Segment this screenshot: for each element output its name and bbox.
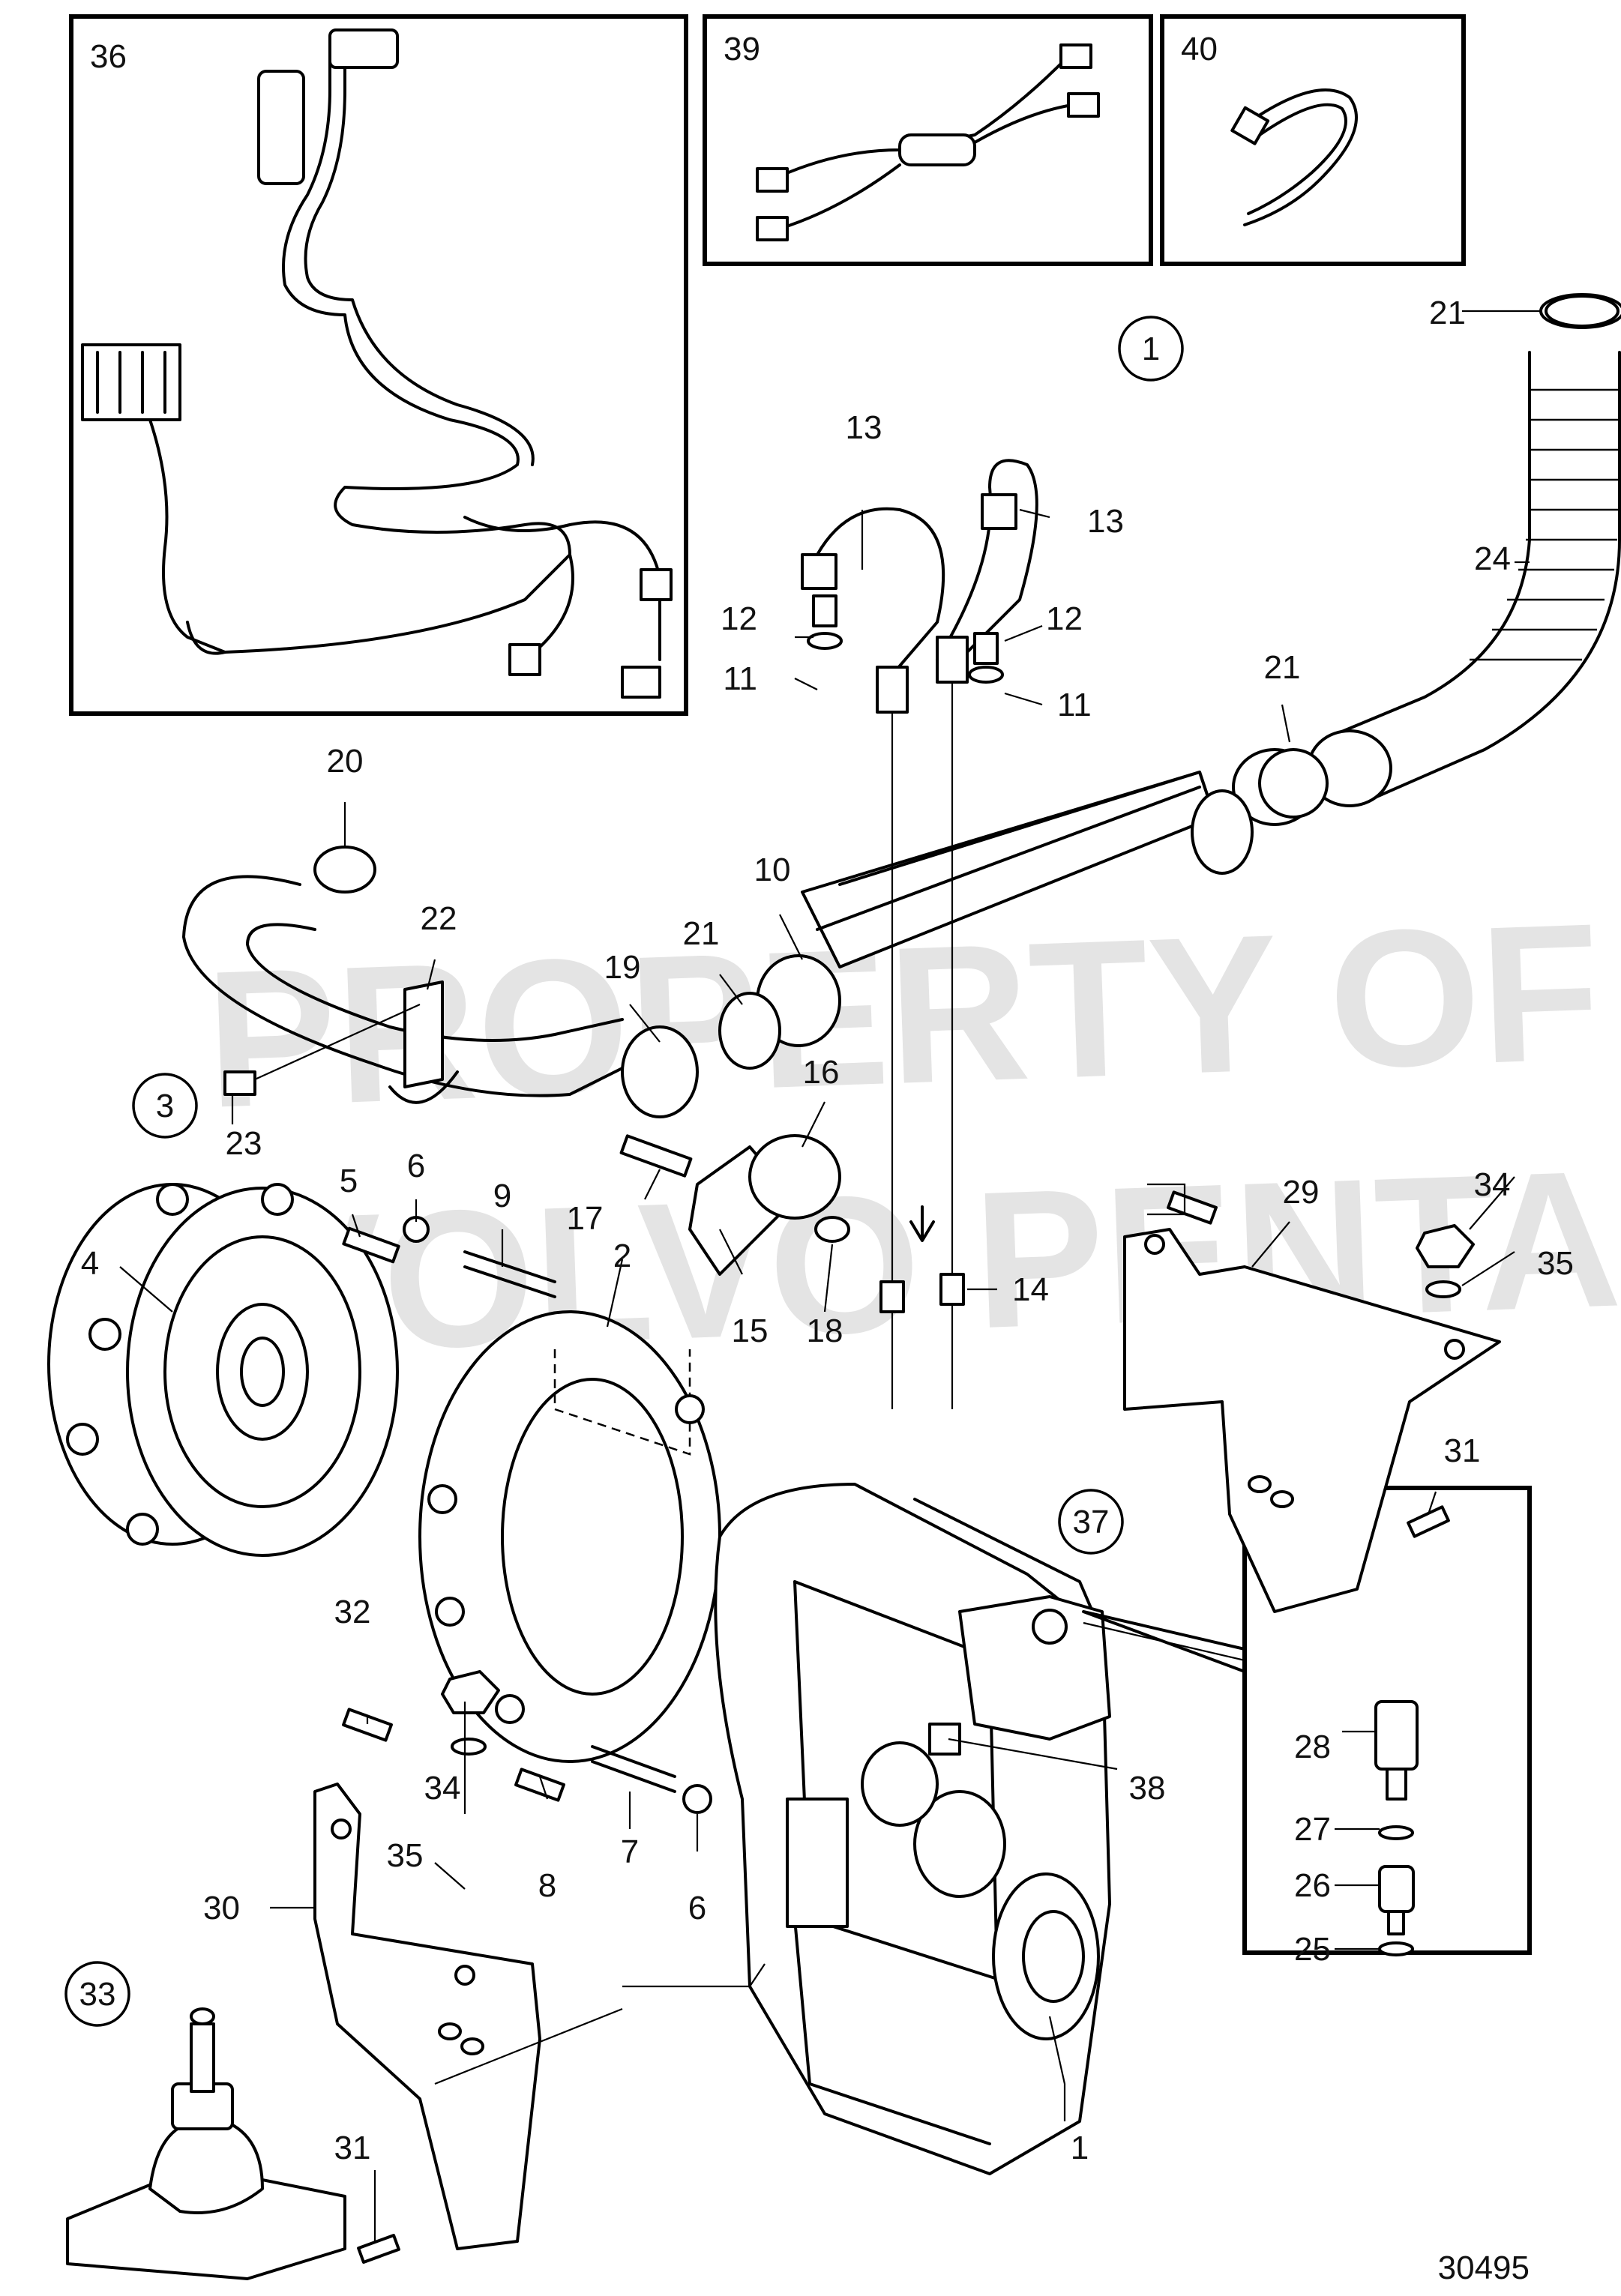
mounting-bracket-29 <box>1123 1183 1501 1613</box>
label-26: 26 <box>1294 1867 1331 1904</box>
hose-clamp-21 <box>718 992 781 1070</box>
label-28: 28 <box>1294 1729 1331 1765</box>
circled-37 <box>1058 1489 1124 1555</box>
label-13-left: 13 <box>846 409 882 446</box>
corrugated-hose-24 <box>1232 293 1621 826</box>
drawing-number: 30495 <box>1438 2250 1530 2286</box>
wiring-harness-36 <box>81 28 673 699</box>
circled-label-33: 33 <box>79 1976 116 2013</box>
label-36: 36 <box>90 38 127 75</box>
label-12-right: 12 <box>1046 600 1083 637</box>
connector-icon <box>328 28 399 69</box>
label-21-low: 21 <box>683 915 720 952</box>
callout-labels: 1 3 33 37 36 39 40 21 13 13 24 12 12 11 … <box>79 31 1574 2286</box>
label-35-low: 35 <box>387 1837 424 1874</box>
label-9: 9 <box>493 1178 511 1214</box>
label-4: 4 <box>81 1245 99 1282</box>
label-35-top: 35 <box>1537 1245 1574 1282</box>
label-34-top: 34 <box>1474 1166 1511 1203</box>
label-11-left: 11 <box>723 660 757 697</box>
label-31-low: 31 <box>334 2130 371 2166</box>
adapter-26 <box>1378 1865 1415 1913</box>
circled-label-3: 3 <box>156 1088 174 1124</box>
label-15: 15 <box>732 1313 769 1349</box>
y-cable-39 <box>756 43 1100 241</box>
label-21-top: 21 <box>1429 295 1466 331</box>
cable-tie-40 <box>1230 88 1358 226</box>
label-30: 30 <box>203 1890 240 1926</box>
circled-label-1: 1 <box>1142 331 1160 367</box>
control-valve-38 <box>928 1595 1246 1771</box>
label-6-low: 6 <box>688 1890 706 1926</box>
circled-33 <box>64 1961 130 2027</box>
label-31-top: 31 <box>1444 1432 1481 1469</box>
label-18: 18 <box>807 1313 843 1349</box>
relay-icon <box>257 70 305 185</box>
fittings <box>807 594 1004 1313</box>
label-25: 25 <box>1294 1931 1331 1968</box>
hose-clamp-20 <box>313 846 376 894</box>
pressure-sensor-assembly <box>1374 1700 1419 1956</box>
label-29: 29 <box>1283 1174 1320 1211</box>
water-hose-19 <box>182 295 1620 1118</box>
label-34-low: 34 <box>424 1770 461 1807</box>
label-19: 19 <box>604 949 641 986</box>
label-22: 22 <box>421 900 457 937</box>
label-1: 1 <box>1071 2130 1089 2166</box>
label-39: 39 <box>724 31 760 67</box>
bolts-7-8-32 <box>342 1708 712 1814</box>
label-38: 38 <box>1129 1770 1166 1807</box>
label-21-mid: 21 <box>1264 649 1301 686</box>
leader-lines <box>119 310 1541 2241</box>
gearbox-1 <box>714 1483 1111 2175</box>
label-40: 40 <box>1181 31 1218 67</box>
pipe-clamp-15-16 <box>619 1134 850 1276</box>
label-8: 8 <box>538 1867 556 1904</box>
label-16: 16 <box>803 1054 840 1091</box>
label-11-right: 11 <box>1057 687 1092 723</box>
engine-mount-33 <box>66 2007 346 2280</box>
mounting-bracket-30 <box>313 1670 541 2264</box>
inset-frame-39 <box>703 14 1153 266</box>
flexible-coupling-4 <box>47 1183 399 1557</box>
pressure-sensor-28 <box>1374 1700 1419 1771</box>
label-23: 23 <box>226 1125 262 1162</box>
adapter-plate-2 <box>418 1310 721 1763</box>
inset-frame-36 <box>69 14 688 716</box>
circled-3 <box>132 1073 198 1139</box>
hose-bracket-22 <box>223 980 459 1104</box>
oil-cooler-10 <box>756 771 1254 1242</box>
nut-washer-34-35-top <box>1407 1224 1475 1538</box>
label-12-left: 12 <box>721 600 757 637</box>
inset-frame-40 <box>1160 14 1466 266</box>
label-13-right: 13 <box>1087 503 1124 540</box>
circled-1 <box>1118 316 1184 382</box>
label-6-top: 6 <box>407 1148 425 1184</box>
circled-label-37: 37 <box>1073 1504 1110 1540</box>
label-32: 32 <box>334 1594 371 1630</box>
label-5: 5 <box>340 1163 358 1199</box>
label-20: 20 <box>327 743 364 780</box>
label-24: 24 <box>1474 540 1511 577</box>
label-14: 14 <box>1012 1271 1049 1308</box>
label-7: 7 <box>621 1834 639 1870</box>
plug-icon <box>640 568 673 601</box>
label-27: 27 <box>1294 1811 1331 1848</box>
label-10: 10 <box>754 852 791 888</box>
label-2: 2 <box>613 1238 631 1274</box>
label-17: 17 <box>567 1200 604 1237</box>
circled-references <box>64 316 1184 2027</box>
